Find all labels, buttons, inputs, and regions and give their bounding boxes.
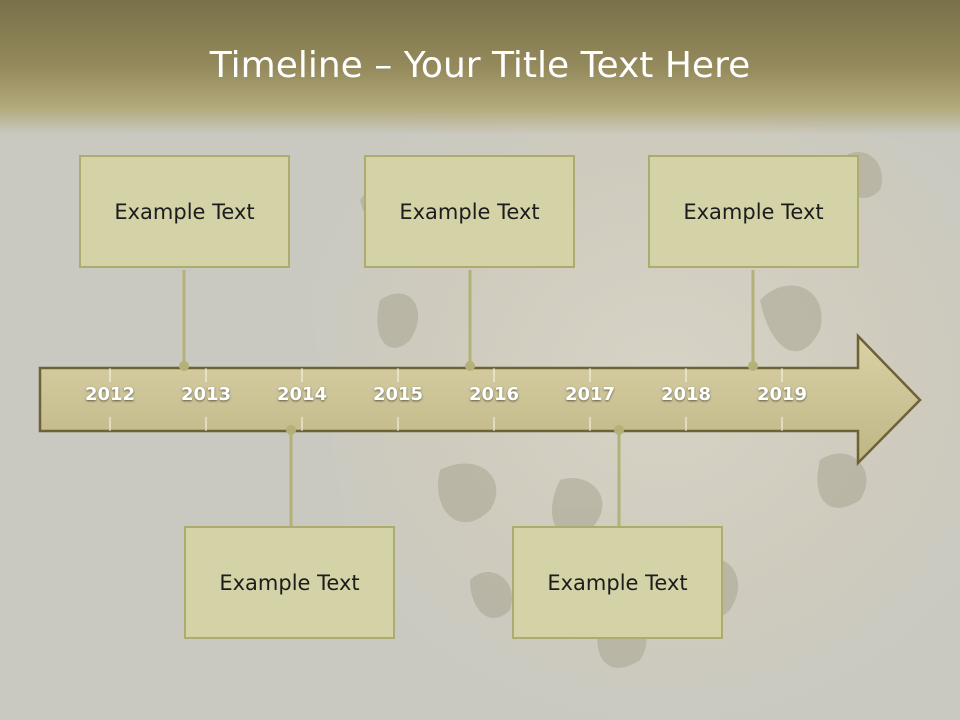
year-ticks — [109, 368, 783, 431]
year-label-2015: 2015 — [372, 384, 424, 405]
year-label-2018: 2018 — [660, 384, 712, 405]
title-band — [0, 0, 960, 135]
slide-title: Timeline – Your Title Text Here — [209, 45, 751, 86]
timeline-card-bottom-1[interactable]: Example Text — [184, 526, 395, 639]
year-label-2016: 2016 — [468, 384, 520, 405]
timeline-card-bottom-2[interactable]: Example Text — [512, 526, 723, 639]
timeline-card-top-2[interactable]: Example Text — [364, 155, 575, 268]
timeline-card-top-3[interactable]: Example Text — [648, 155, 859, 268]
year-label-2013: 2013 — [180, 384, 232, 405]
year-label-2014: 2014 — [276, 384, 328, 405]
year-label-2019: 2019 — [756, 384, 808, 405]
year-label-2017: 2017 — [564, 384, 616, 405]
year-label-2012: 2012 — [84, 384, 136, 405]
connector-dots — [179, 361, 758, 435]
timeline-card-top-1[interactable]: Example Text — [79, 155, 290, 268]
connector-lines — [182, 270, 755, 526]
timeline-arrow — [38, 332, 922, 467]
